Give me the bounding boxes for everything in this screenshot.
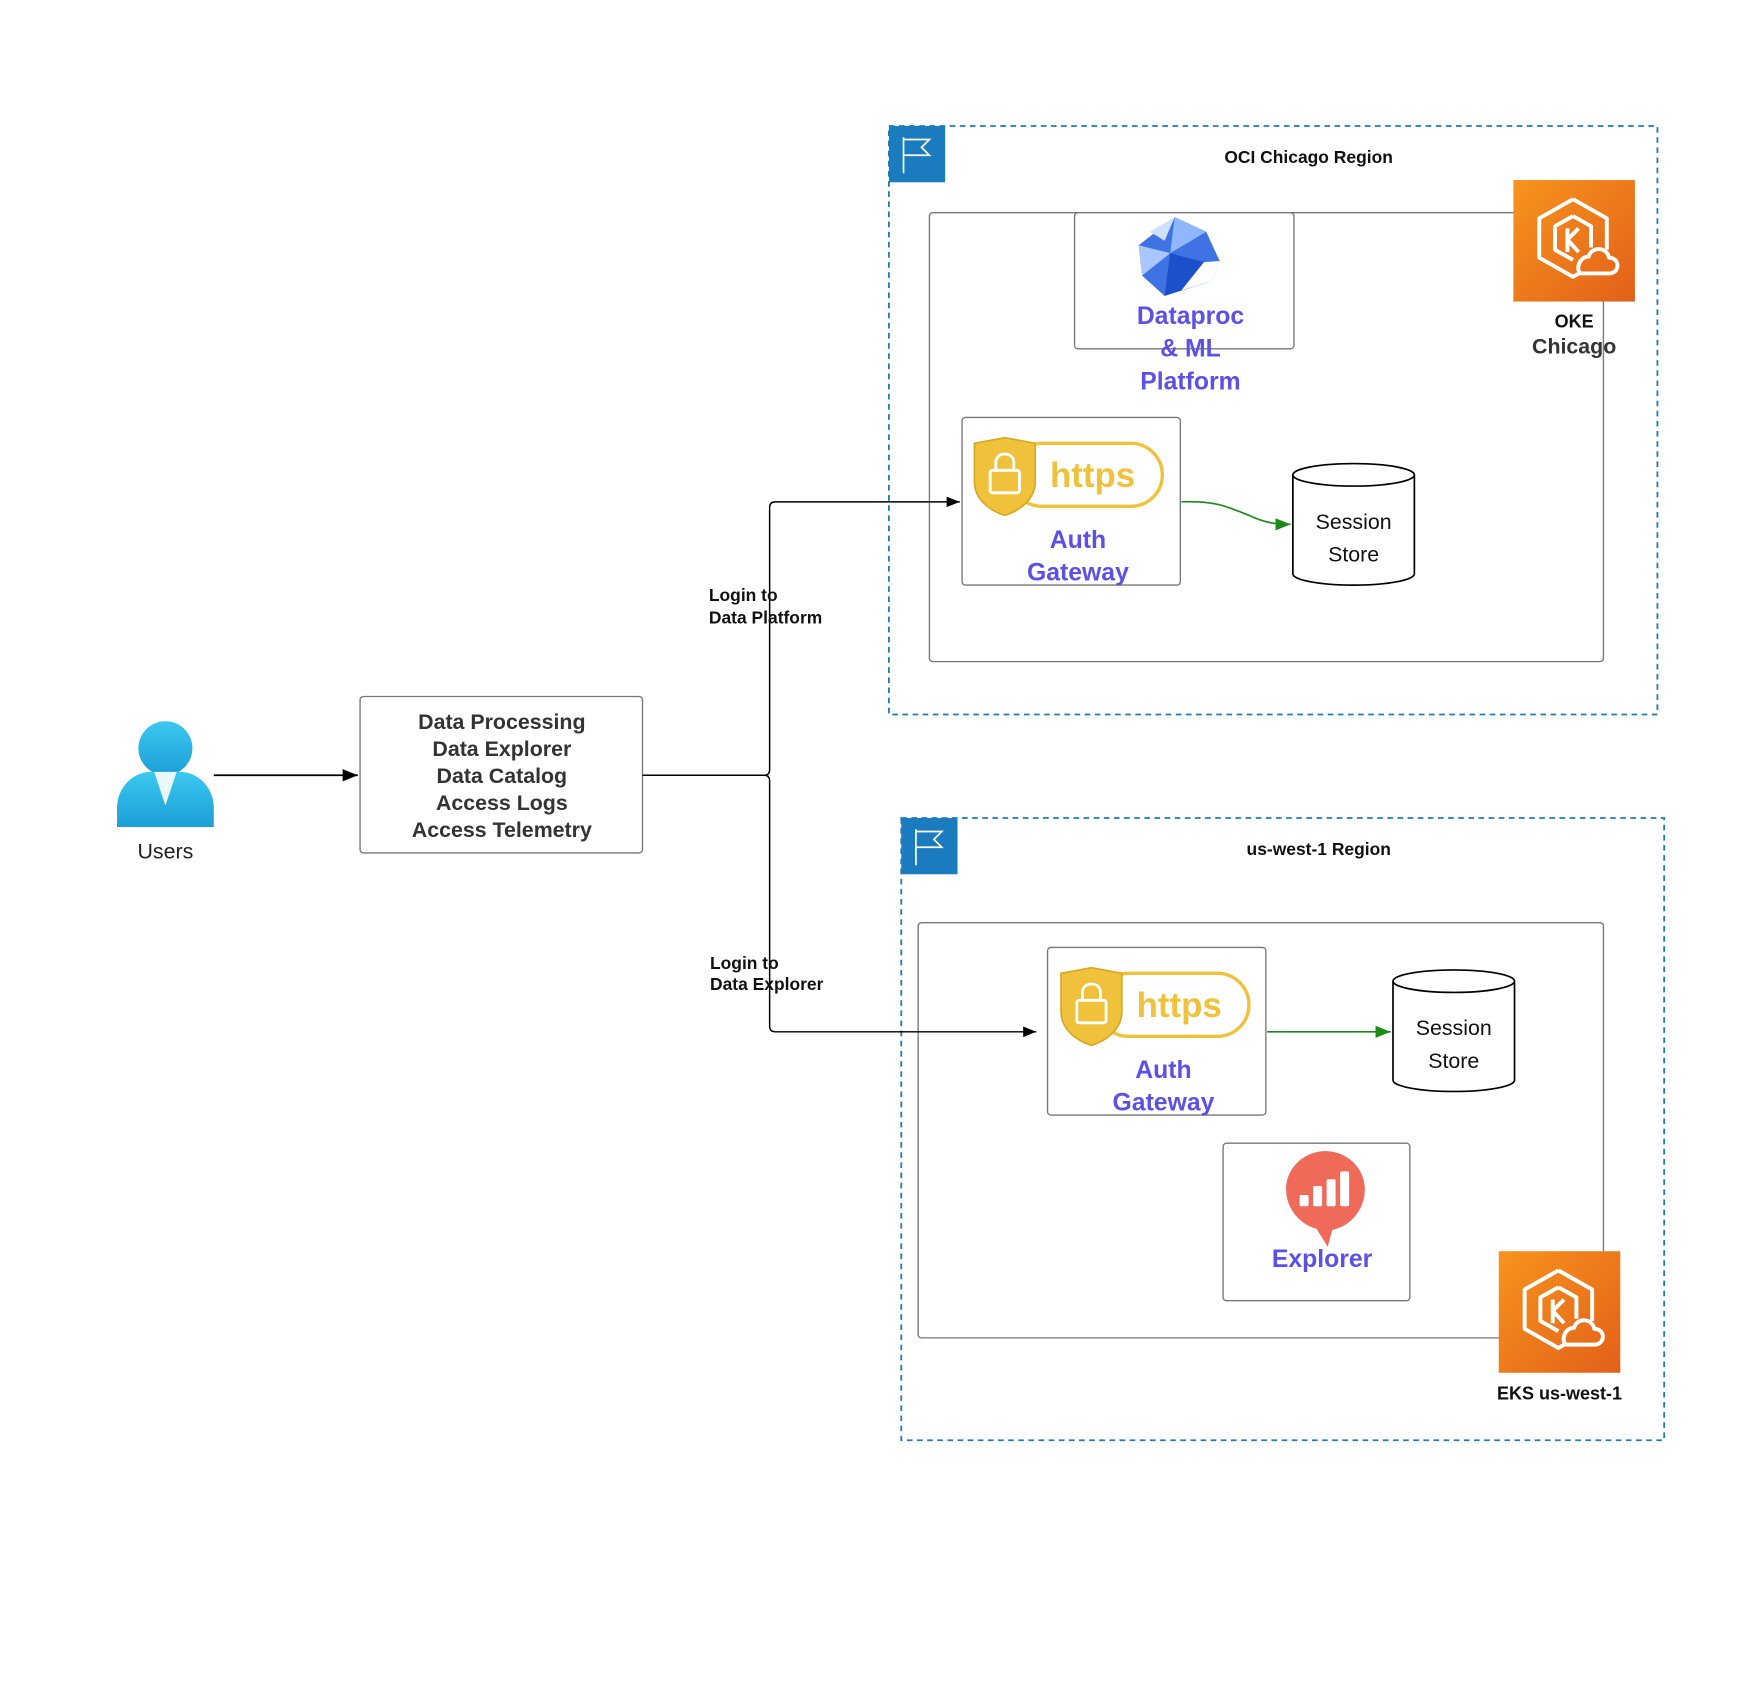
services-line: Access Telemetry [412,818,592,842]
services-line: Data Explorer [432,737,571,761]
explorer-chart-icon [1286,1151,1365,1247]
kubernetes-cluster-icon [1513,180,1635,302]
region-flag-icon [901,818,958,875]
session-store-label: Session [1416,1016,1492,1040]
dataproc-label-line2: & ML [1160,336,1221,363]
services-to-uswest-edge [763,774,1037,1038]
auth-gateway-label: Auth [1050,527,1106,554]
region-chicago-title: OCI Chicago Region [1224,147,1393,167]
edge-label-login-explorer-line2: Data Explorer [710,974,824,994]
region-uswest-boundary [900,817,1666,1442]
kubeflow-icon [1138,217,1220,296]
edge-label-login-platform-line2: Data Platform [709,607,822,627]
kubernetes-cluster-icon [1498,1251,1621,1373]
oke-cluster-label: OKE [1555,311,1594,331]
session-store-uswest [1392,969,1516,1093]
auth-gateway-label-line2: Gateway [1027,560,1129,587]
auth-gateway-label-line2: Gateway [1113,1090,1215,1117]
dataproc-label-line3: Platform [1140,368,1240,395]
services-line: Access Logs [436,791,568,815]
session-store-label-line2: Store [1428,1049,1479,1073]
services-line: Data Processing [418,710,585,734]
region-flag-icon [888,126,946,183]
https-lock-icon [1060,966,1251,1047]
explorer-label: Explorer [1272,1246,1373,1273]
oke-cluster-sublabel: Chicago [1532,334,1616,358]
region-uswest-title: us-west-1 Region [1247,839,1391,859]
session-store-chicago [1292,462,1416,586]
session-store-label: Session [1316,510,1392,534]
https-text: https [1050,456,1135,495]
eks-cluster-label: EKS us-west-1 [1497,1384,1622,1404]
auth-gateway-label: Auth [1135,1057,1191,1084]
users-label: Users [138,840,194,864]
edge-label-login-explorer: Login to [710,953,779,973]
dataproc-label: Dataproc [1137,303,1245,330]
services-to-chicago-edge [642,496,960,776]
https-lock-icon [973,436,1165,517]
eks-cluster-box [917,921,1605,1339]
services-line: Data Catalog [437,764,568,788]
session-store-label-line2: Store [1328,542,1379,566]
https-text: https [1137,986,1222,1025]
edge-label-login-platform: Login to [709,585,778,605]
auth-to-session-edge-chicago [1181,500,1291,531]
user-icon [117,721,214,828]
architecture-diagram: OCI Chicago Region OKE Chicago Dataproc … [117,125,1666,1442]
